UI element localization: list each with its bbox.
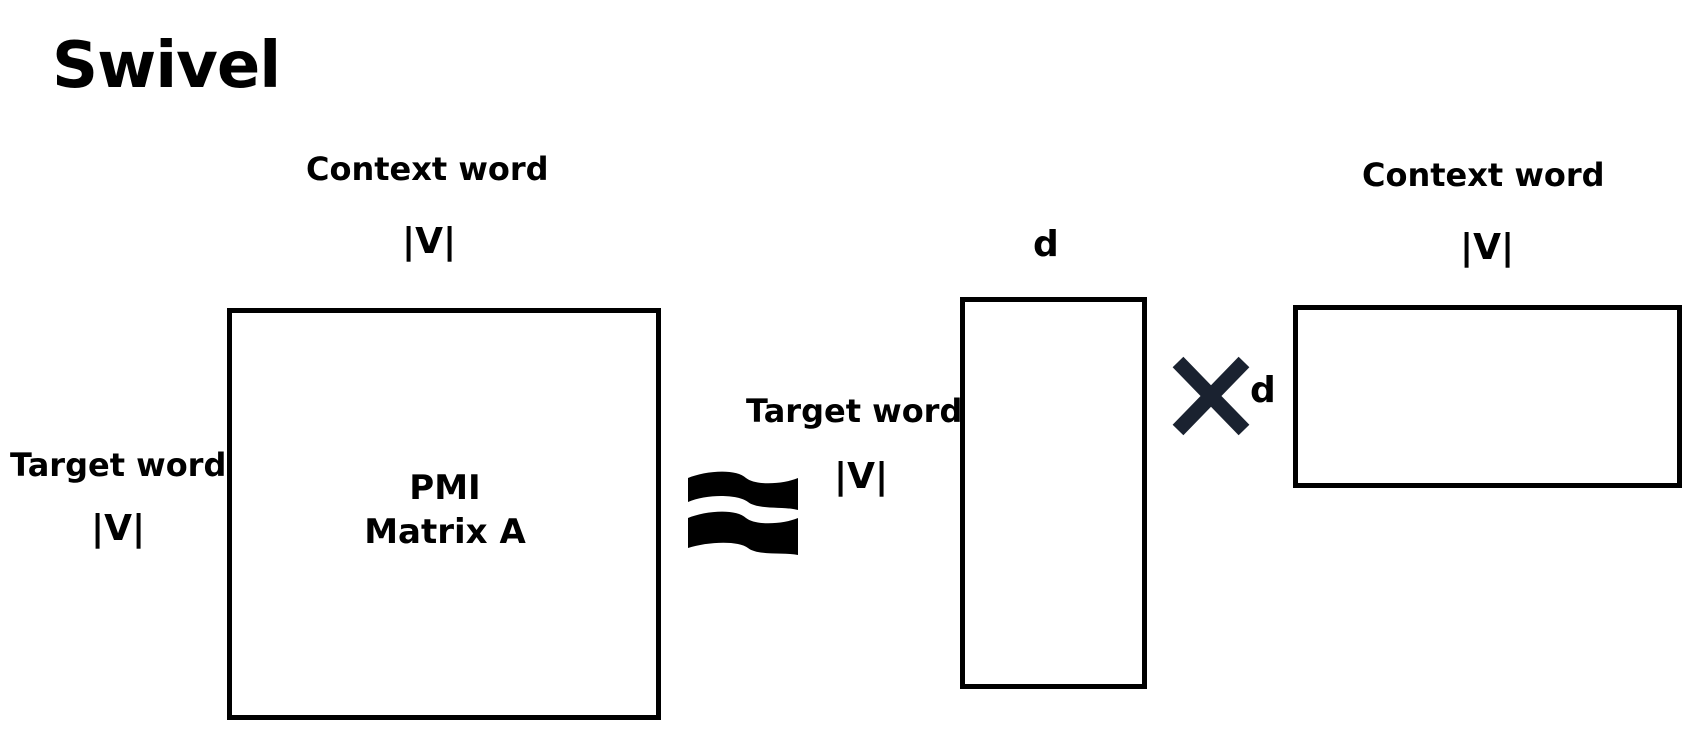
matrix-a-column-dim: |V| [402, 221, 457, 262]
pmi-matrix-a-label-line1: PMI [409, 468, 481, 508]
matrix-a-row-label: Target word [10, 446, 227, 484]
matrix-a-column-label: Context word [306, 150, 549, 188]
page-title: Swivel [52, 29, 281, 103]
pmi-matrix-a-box [227, 308, 661, 720]
context-matrix-column-dim: |V| [1460, 227, 1515, 268]
context-matrix-column-label: Context word [1362, 156, 1605, 194]
context-embedding-matrix-box [1293, 305, 1682, 488]
multiply-icon [1172, 356, 1250, 436]
approximately-equal-icon [688, 471, 798, 555]
target-matrix-column-dim: d [1033, 224, 1059, 265]
pmi-matrix-a-label: PMI Matrix A [340, 466, 550, 554]
matrix-a-row-dim: |V| [91, 508, 146, 549]
target-matrix-row-label: Target word [746, 392, 963, 430]
target-matrix-row-dim: |V| [834, 456, 889, 497]
context-matrix-row-dim: d [1250, 370, 1276, 411]
pmi-matrix-a-label-line2: Matrix A [364, 512, 526, 553]
target-embedding-matrix-box [960, 297, 1147, 689]
